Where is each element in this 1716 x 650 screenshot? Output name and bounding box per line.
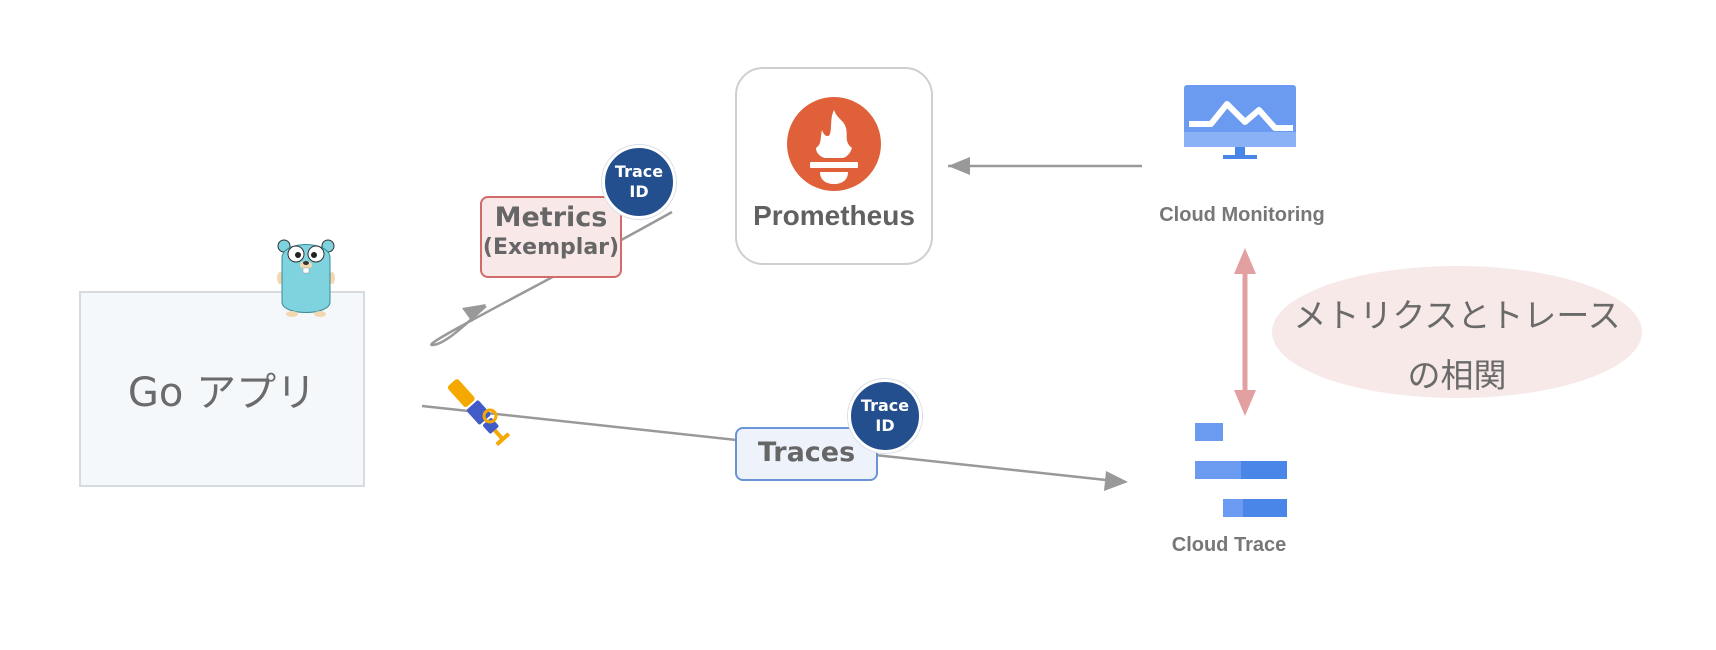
- traces-trace-id-badge: Trace ID: [848, 379, 922, 453]
- correlation-line1: メトリクスとトレース: [1293, 296, 1621, 335]
- cloud-trace-label: Cloud Trace: [1171, 534, 1287, 556]
- correlation-ellipse: [1272, 266, 1642, 398]
- traces-label: Traces: [757, 437, 856, 468]
- metrics-signal-box: Metrics (Exemplar): [480, 196, 622, 278]
- cloud-monitoring-icon: [1184, 85, 1296, 159]
- go-app-box: Go アプリ: [79, 291, 365, 487]
- gopher-icon: [277, 239, 335, 317]
- correlation-label: メトリクスとトレース の相関: [1272, 286, 1642, 406]
- badge-line2: ID: [629, 182, 649, 201]
- metrics-trace-id-badge: Trace ID: [602, 145, 676, 219]
- correlation-line2: の相関: [1407, 356, 1507, 395]
- badge-line2: ID: [875, 416, 895, 435]
- prometheus-label: Prometheus: [753, 200, 915, 231]
- cloud-monitoring-label: Cloud Monitoring: [1159, 204, 1325, 226]
- opentelemetry-icon: [447, 379, 511, 447]
- metrics-label: Metrics: [494, 202, 608, 233]
- badge-line1: Trace: [614, 162, 664, 181]
- go-app-label: Go アプリ: [127, 370, 317, 416]
- exemplar-label: (Exemplar): [482, 235, 620, 260]
- badge-line1: Trace: [860, 396, 910, 415]
- cloud-trace-icon: [1195, 423, 1287, 517]
- prometheus-icon: [787, 97, 881, 191]
